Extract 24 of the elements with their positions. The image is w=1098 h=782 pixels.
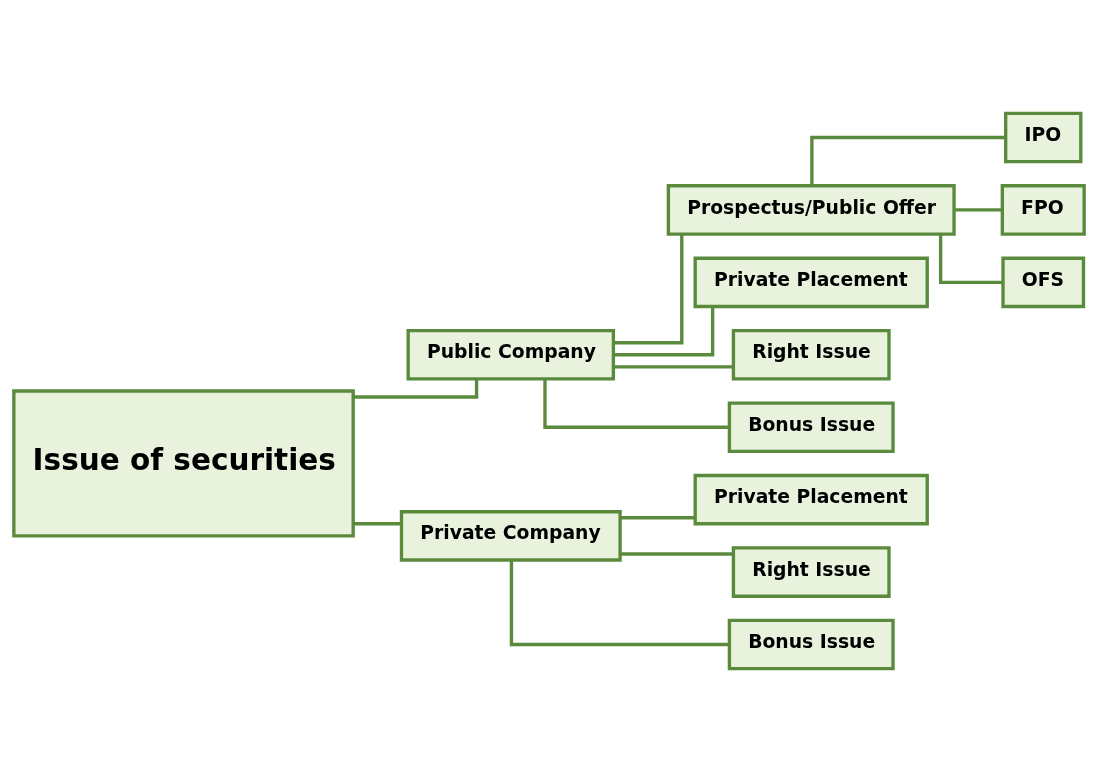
node-box: OFS [1001,256,1086,309]
connector [954,208,1002,212]
connector [509,560,730,647]
node-box: Prospectus/Public Offer [666,184,956,236]
node-box: Private Company [399,510,622,562]
connector [353,522,402,526]
connector [613,365,734,369]
connector [938,234,1003,285]
node-box: Right Issue [731,328,891,381]
node-box: IPO [1004,111,1083,164]
node-box: Private Placement [693,473,929,526]
node-box: Private Placement [693,256,929,309]
connector [620,552,734,556]
connector [613,306,715,357]
connector [543,379,730,429]
node-box: Right Issue [731,546,891,598]
node-box: Public Company [406,328,616,381]
connector [620,516,695,520]
node-box: FPO [1000,184,1086,236]
connector [810,135,1006,186]
connector [613,234,684,345]
node-box: Bonus Issue [727,618,895,671]
node-box: Bonus Issue [727,401,895,454]
node-box: Issue of securities [12,389,355,538]
